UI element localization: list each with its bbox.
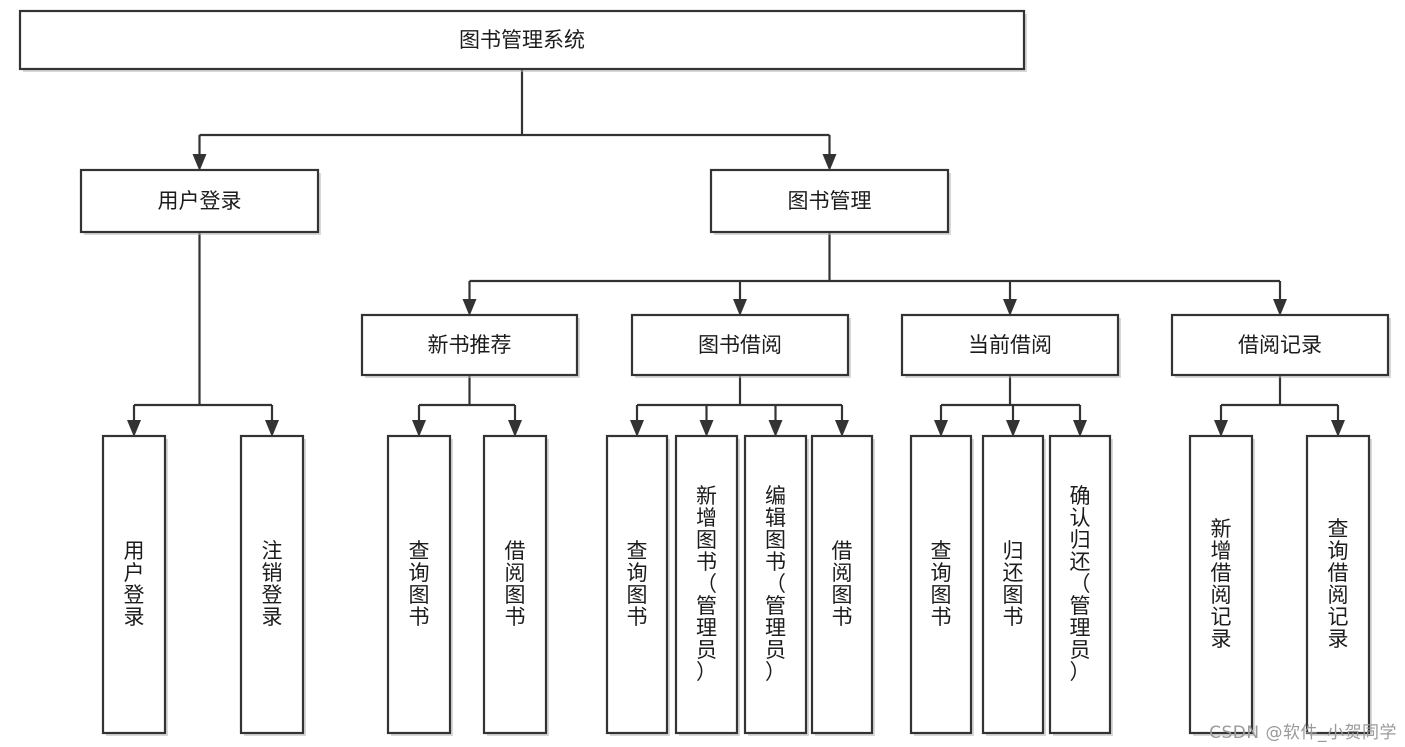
node-label: 图书借阅 xyxy=(698,333,782,357)
node-rect xyxy=(981,434,1045,735)
node-leaf-query-book-1[interactable]: 查询图书 xyxy=(386,434,453,736)
arrow-head xyxy=(630,420,644,437)
node-label: 查询借阅记录 xyxy=(1328,517,1349,651)
arrow-head xyxy=(1273,299,1287,316)
node-leaf-query-book-3[interactable]: 查询图书 xyxy=(909,434,974,736)
node-leaf-borrow-book-1[interactable]: 借阅图书 xyxy=(482,434,549,736)
node-label: 编辑图书（管理员） xyxy=(765,484,786,684)
node-rect xyxy=(482,434,548,735)
node-label: 图书管理系统 xyxy=(459,28,585,52)
node-rect xyxy=(360,313,579,377)
node-borrow-record[interactable]: 借阅记录 xyxy=(1170,313,1391,378)
node-rect xyxy=(386,434,452,735)
arrow-head xyxy=(1214,420,1228,437)
node-leaf-add-record[interactable]: 新增借阅记录 xyxy=(1188,434,1255,736)
node-label: 归还图书 xyxy=(1003,539,1024,629)
node-rect xyxy=(18,9,1026,71)
node-leaf-return-book[interactable]: 归还图书 xyxy=(981,434,1046,736)
arrow-head xyxy=(768,420,783,437)
node-label: 查询图书 xyxy=(627,539,648,629)
node-label: 用户登录 xyxy=(124,539,145,629)
arrow-head xyxy=(699,420,714,437)
node-leaf-edit-book[interactable]: 编辑图书（管理员） xyxy=(743,434,809,736)
node-new-book-rec[interactable]: 新书推荐 xyxy=(360,313,580,378)
node-leaf-query-record[interactable]: 查询借阅记录 xyxy=(1305,434,1372,736)
node-label: 新书推荐 xyxy=(428,333,512,357)
node-rect xyxy=(239,434,305,735)
node-book-manage[interactable]: 图书管理 xyxy=(709,168,951,235)
node-label: 确认归还（管理员） xyxy=(1070,484,1091,684)
connector-layer xyxy=(127,69,1345,437)
arrow-head xyxy=(822,154,837,171)
node-rect xyxy=(900,313,1120,377)
node-current-borrow[interactable]: 当前借阅 xyxy=(900,313,1121,378)
node-rect xyxy=(1188,434,1254,735)
arrow-head xyxy=(462,299,477,316)
node-rect xyxy=(630,313,850,377)
node-label: 图书管理 xyxy=(788,189,872,213)
node-leaf-add-book[interactable]: 新增图书（管理员） xyxy=(674,434,740,736)
node-root[interactable]: 图书管理系统 xyxy=(18,9,1027,72)
watermark-label: CSDN @软件_小贺同学 xyxy=(1209,723,1397,743)
node-rect xyxy=(810,434,874,735)
arrow-head xyxy=(1006,420,1020,437)
arrow-head xyxy=(412,420,426,437)
node-leaf-borrow-book-2[interactable]: 借阅图书 xyxy=(810,434,875,736)
arrow-head xyxy=(835,420,849,437)
node-rect xyxy=(1170,313,1390,377)
arrow-head xyxy=(934,420,948,437)
node-label: 查询图书 xyxy=(409,539,430,629)
node-leaf-user-login[interactable]: 用户登录 xyxy=(101,434,168,736)
node-rect xyxy=(79,168,320,234)
arrow-head xyxy=(192,154,207,171)
node-rect xyxy=(709,168,950,234)
node-rect xyxy=(1305,434,1371,735)
node-user-login[interactable]: 用户登录 xyxy=(79,168,321,235)
node-label: 借阅图书 xyxy=(832,539,853,629)
node-label: 新增借阅记录 xyxy=(1211,517,1232,651)
node-book-borrow[interactable]: 图书借阅 xyxy=(630,313,851,378)
arrow-head xyxy=(508,420,522,437)
arrow-head xyxy=(1331,420,1345,437)
node-leaf-query-book-2[interactable]: 查询图书 xyxy=(605,434,670,736)
arrow-head xyxy=(127,420,141,437)
node-rect xyxy=(909,434,973,735)
node-rect xyxy=(743,434,808,735)
node-label: 查询图书 xyxy=(931,539,952,629)
node-rect xyxy=(674,434,739,735)
node-leaf-confirm-return[interactable]: 确认归还（管理员） xyxy=(1048,434,1113,736)
arrow-head xyxy=(265,420,279,437)
node-label: 借阅记录 xyxy=(1238,333,1322,357)
arrow-head xyxy=(733,299,747,316)
node-rect xyxy=(101,434,167,735)
node-label: 新增图书（管理员） xyxy=(696,484,717,684)
node-rect xyxy=(1048,434,1112,735)
node-leaf-user-logout[interactable]: 注销登录 xyxy=(239,434,306,736)
node-label: 注销登录 xyxy=(262,539,283,629)
node-label: 借阅图书 xyxy=(505,539,526,629)
node-label: 用户登录 xyxy=(158,189,242,213)
arrow-head xyxy=(1003,299,1017,316)
arrow-head xyxy=(1073,420,1087,437)
node-label: 当前借阅 xyxy=(968,333,1052,357)
node-rect xyxy=(605,434,669,735)
node-layer: 图书管理系统用户登录图书管理新书推荐图书借阅当前借阅借阅记录用户登录注销登录查询… xyxy=(18,9,1391,736)
